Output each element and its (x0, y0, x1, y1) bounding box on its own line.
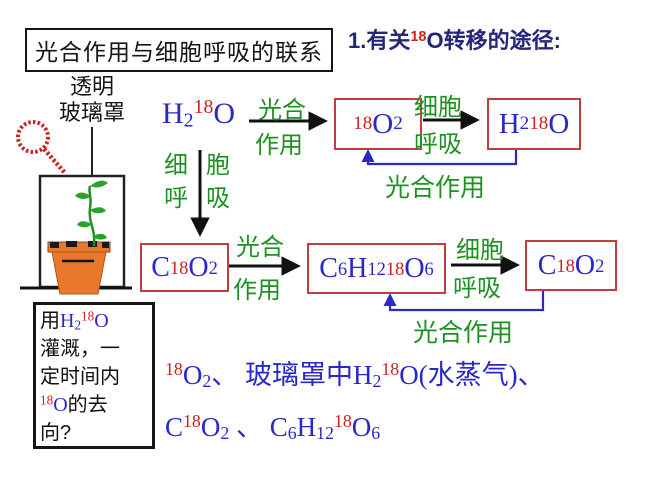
arrow1-label-top: 光合 (258, 97, 306, 124)
arrow4-label-bottom: 呼吸 (453, 275, 501, 302)
section-heading: 1.有关18O转移的途径: (348, 28, 561, 53)
page-title: 光合作用与细胞呼吸的联系 (25, 28, 333, 72)
arrow4-label-top: 细胞 (456, 237, 504, 264)
vertical-label-hu: 呼 (164, 185, 188, 212)
arrow1-label-bottom: 作用 (255, 132, 303, 159)
glass-cover-label: 透明 玻璃罩 (40, 74, 144, 126)
question-line-2: 灌溉，一 (40, 338, 120, 360)
glass-cover-label-line1: 透明 (69, 74, 114, 99)
arrow2-label-bottom: 呼吸 (414, 131, 462, 158)
summary-line-2: C18O2 、 C6H1218O6 (165, 411, 381, 444)
glass-cover-label-line2: 玻璃罩 (58, 100, 125, 125)
flower-pot (47, 241, 111, 295)
question-line-1: 用H218O (40, 308, 109, 333)
question-line-5: 向? (40, 422, 72, 444)
vertical-label-xi2: 吸 (206, 185, 230, 212)
feedback-line-2 (383, 289, 545, 312)
formula-h2-18o: H218O (162, 96, 236, 132)
summary-line-1: 18O2、 玻璃罩中H218O(水蒸气)、 (165, 359, 545, 392)
vertical-label-xi: 细 (164, 152, 188, 179)
seedling (75, 180, 108, 247)
feedback2-label: 光合作用 (413, 319, 514, 347)
vertical-label-bao: 胞 (206, 152, 230, 179)
arrow3-label-top: 光合 (236, 234, 284, 261)
feedback1-label: 光合作用 (385, 174, 486, 202)
feedback-line-1 (361, 148, 518, 166)
vertical-label-left: 细 呼 (164, 149, 188, 215)
vertical-label-right: 胞 吸 (206, 149, 230, 215)
arrow3-label-bottom: 作用 (233, 277, 281, 304)
question-box: 用H218O 灌溉，一 定时间内 18O的去 向? (33, 302, 155, 449)
arrow2-label-top: 细胞 (414, 94, 462, 121)
question-line-3: 定时间内 (40, 366, 120, 388)
question-line-4: 18O的去 (40, 392, 108, 416)
red-squiggle-magnifier-icon (16, 120, 67, 175)
